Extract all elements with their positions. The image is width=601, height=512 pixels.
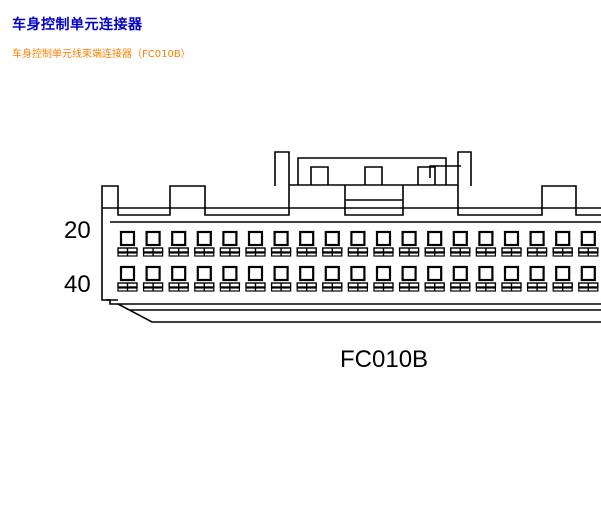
pin-cavity <box>296 265 317 292</box>
pin-cavity <box>270 230 292 257</box>
pin-cavity <box>322 230 343 257</box>
pin-cavity <box>219 230 241 257</box>
pin-cavity <box>194 265 215 292</box>
pin-cavity <box>142 265 164 292</box>
pin-cavity <box>501 230 522 257</box>
pin-cavity <box>245 230 266 257</box>
pin-cavity <box>322 265 343 292</box>
connector-face-lines <box>102 207 601 323</box>
pin-label-40: 40 <box>64 271 91 298</box>
pin-cavity <box>296 230 317 257</box>
pin-cavity <box>552 265 573 292</box>
pin-cavity <box>475 265 497 292</box>
pin-cavity <box>117 230 138 257</box>
pin-cavity <box>552 230 573 257</box>
pin-cavity <box>219 265 241 292</box>
pin-cavity <box>117 265 138 292</box>
pin-cavity <box>578 265 599 292</box>
pin-rows <box>117 230 599 292</box>
pin-cavity <box>142 230 164 257</box>
pin-cavity <box>526 230 548 257</box>
pin-cavity <box>450 265 471 292</box>
page-subtitle: 车身控制单元线束端连接器（FC010B） <box>12 49 191 60</box>
pin-cavity <box>450 230 471 257</box>
pin-cavity <box>270 265 292 292</box>
pin-cavity <box>501 265 522 292</box>
pin-cavity <box>245 265 266 292</box>
connector-housing-outline <box>101 151 601 301</box>
connector-id-label: FC010B <box>340 346 428 373</box>
pin-cavity <box>347 265 369 292</box>
pin-cavity <box>398 265 420 292</box>
page-title: 车身控制单元连接器 <box>12 17 143 33</box>
pin-cavity <box>526 265 548 292</box>
pin-cavity <box>398 230 420 257</box>
pin-label-20: 20 <box>64 217 91 244</box>
pin-cavity <box>475 230 497 257</box>
pin-cavity <box>578 230 599 257</box>
connector-latch <box>289 157 458 216</box>
pin-cavity <box>168 230 189 257</box>
pin-cavity <box>424 265 445 292</box>
pin-cavity <box>373 230 394 257</box>
pin-cavity <box>424 230 445 257</box>
pin-cavity <box>373 265 394 292</box>
pin-cavity <box>194 230 215 257</box>
pin-cavity <box>168 265 189 292</box>
pin-cavity <box>347 230 369 257</box>
